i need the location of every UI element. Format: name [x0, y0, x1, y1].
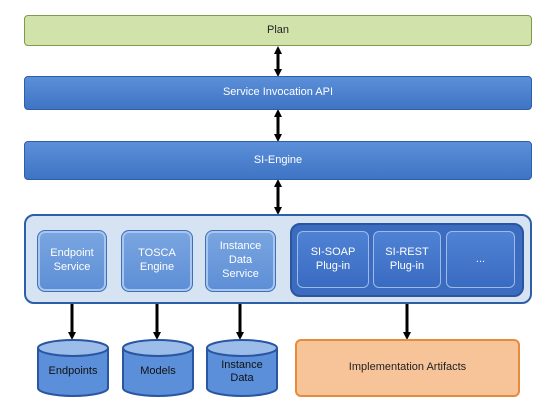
endpoint-service-box: Endpoint Service	[37, 230, 107, 292]
plan-label: Plan	[266, 23, 290, 36]
endpoints-db-label: Endpoints	[48, 365, 98, 378]
tosca-engine-box: TOSCA Engine	[121, 230, 193, 292]
instance-data-service-box: Instance Data Service	[205, 230, 276, 292]
models-db-icon	[122, 339, 194, 397]
api-label: Service Invocation API	[222, 86, 334, 99]
models-db-label: Models	[140, 365, 176, 378]
si-soap-plugin-box: SI-SOAP Plug-in	[297, 231, 369, 288]
tosca-engine-label: TOSCA Engine	[138, 247, 176, 273]
endpoints-db-icon	[37, 339, 109, 397]
more-plugins-box: ...	[446, 231, 515, 288]
instance-db-icon	[206, 339, 278, 397]
si-engine-layer: SI-Engine	[24, 141, 532, 180]
implementation-artifacts-label: Implementation Artifacts	[348, 361, 467, 374]
service-invocation-api-layer: Service Invocation API	[24, 76, 532, 110]
plan-layer: Plan	[24, 15, 532, 46]
instance-data-db-label: Instance Data	[221, 358, 263, 384]
si-rest-plugin-label: SI-REST Plug-in	[385, 245, 429, 272]
implementation-artifacts-box: Implementation Artifacts	[295, 339, 520, 397]
more-plugins-label: ...	[475, 252, 486, 265]
si-soap-plugin-label: SI-SOAP Plug-in	[310, 245, 356, 272]
instance-data-service-label: Instance Data Service	[219, 240, 262, 280]
endpoint-service-label: Endpoint Service	[50, 247, 94, 273]
si-rest-plugin-box: SI-REST Plug-in	[373, 231, 441, 288]
engine-label: SI-Engine	[253, 153, 303, 166]
